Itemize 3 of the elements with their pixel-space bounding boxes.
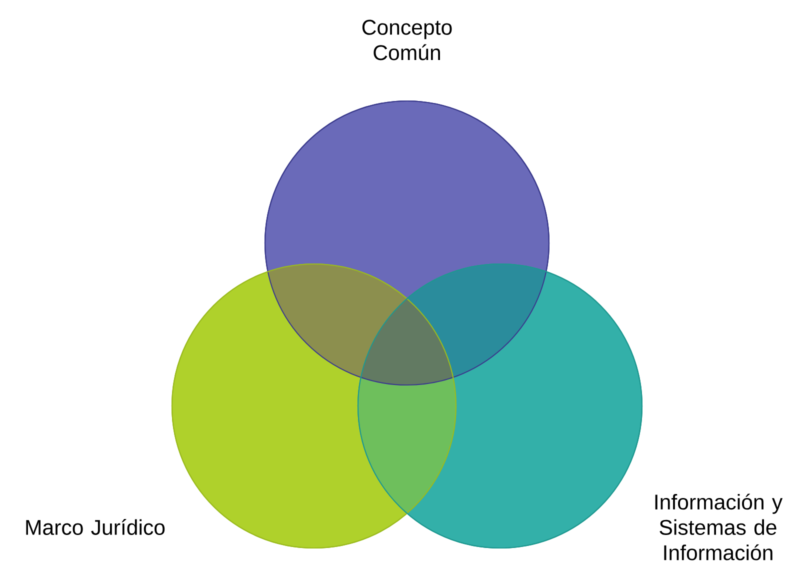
- circle-label: Concepto Común: [362, 20, 452, 60]
- circle-label: Marco Jurídico: [26, 519, 165, 535]
- circle-label: Información y Sistemas de Información: [655, 494, 783, 560]
